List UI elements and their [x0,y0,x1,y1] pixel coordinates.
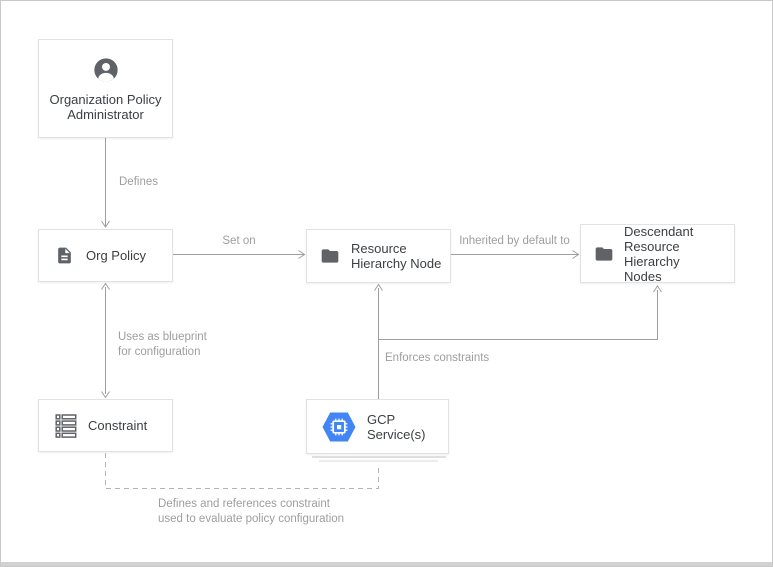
node-label: Resource Hierarchy Node [351,241,442,271]
node-label: Constraint [88,418,148,433]
edge-label-uses-as-blueprint: Uses as blueprint for configuration [118,331,207,358]
node-gcp-services: GCP Service(s) [306,399,449,454]
node-descendant-resource-hierarchy-nodes: Descendant Resource Hierarchy Nodes [580,223,735,284]
window-bottom-edge-bar [1,562,772,566]
node-org-policy: Org Policy [38,229,173,282]
node-label: Org Policy [86,248,146,263]
edge-label-set-on: Set on [222,235,256,247]
node-label: Organization Policy Administrator [49,91,162,122]
gcp-stack-line [319,460,438,462]
edge-gcp-enforces-descendant [378,285,662,340]
edge-gcp-enforces-resource [374,283,383,399]
edge-admin-defines-org-policy [101,138,110,228]
person-icon [93,57,118,82]
document-icon [58,247,71,264]
node-label: Descendant Resource Hierarchy Nodes [624,223,694,284]
edge-label-defines: Defines [119,176,158,188]
edge-label-inherited-by-default-to: Inherited by default to [459,235,570,247]
edge-label-enforces-constraints: Enforces constraints [385,352,490,364]
edge-label-defines-and-references-constraint: Defines and references constraint used t… [158,498,345,525]
edge-org-policy-set-on-resource [173,250,306,259]
node-label: GCP Service(s) [367,411,426,442]
gcp-stack-line [312,456,446,458]
node-organization-policy-administrator: Organization Policy Administrator [38,39,173,138]
edge-org-policy-blueprint-constraint [101,282,110,399]
folder-icon [595,246,613,261]
list-icon [55,413,77,438]
node-constraint: Constraint [38,399,173,452]
edge-resource-inherited-descendant [451,250,580,259]
edge-constraint-dashed-gcp [105,453,379,489]
folder-icon [321,249,339,263]
node-resource-hierarchy-node: Resource Hierarchy Node [306,229,451,283]
gcp-hexagon-icon [322,412,356,441]
